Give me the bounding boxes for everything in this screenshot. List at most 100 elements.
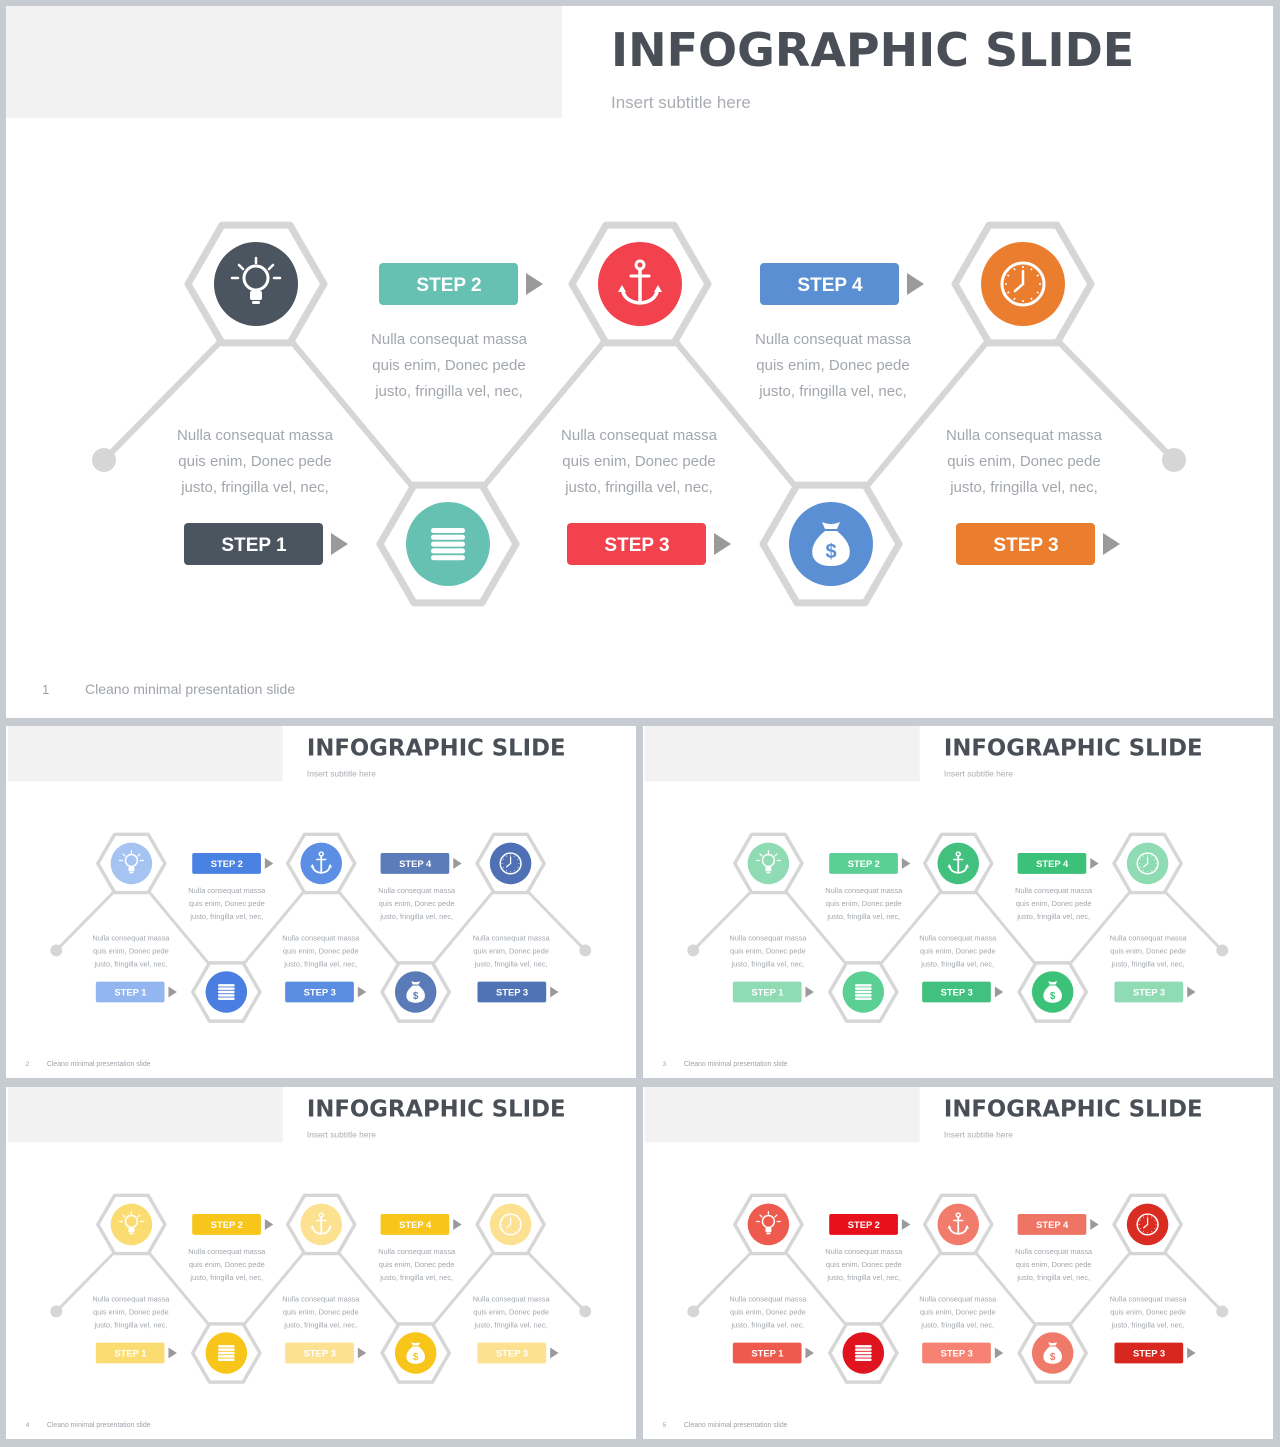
lightbulb-icon: [755, 849, 781, 874]
body-text-line: quis enim, Donec pede: [379, 899, 455, 908]
slide-subtitle: Insert subtitle here: [611, 93, 751, 112]
body-text-line: quis enim, Donec pede: [379, 1260, 455, 1269]
lightbulb-icon: [230, 256, 282, 304]
slide-thumbnail-5[interactable]: INFOGRAPHIC SLIDE Insert subtitle here $ ST…: [643, 1087, 1273, 1439]
step-label[interactable]: STEP 1: [95, 1342, 177, 1364]
body-text-line: justo, fringilla vel, nec,: [93, 959, 167, 968]
body-text-line: quis enim, Donec pede: [283, 1307, 359, 1316]
step-label-text: STEP 1: [114, 986, 146, 997]
step-label[interactable]: STEP 2: [829, 853, 911, 874]
coins-icon: [854, 984, 872, 1000]
lightbulb-icon: [755, 1210, 781, 1235]
step-label[interactable]: STEP 4: [1017, 853, 1099, 874]
step-label[interactable]: STEP 3: [922, 1342, 1004, 1364]
body-text-line: Nulla consequat massa: [919, 1295, 997, 1304]
body-text-line: justo, fringilla vel, nec,: [93, 1320, 167, 1329]
step-label[interactable]: STEP 1: [95, 981, 177, 1003]
step-label[interactable]: STEP 4: [760, 263, 924, 305]
body-text-line: justo, fringilla vel, nec,: [758, 383, 907, 400]
body-text-line: justo, fringilla vel, nec,: [920, 959, 994, 968]
step-label[interactable]: STEP 4: [380, 1214, 462, 1235]
step-label[interactable]: STEP 1: [732, 1342, 814, 1364]
step-label[interactable]: STEP 4: [1017, 1214, 1099, 1235]
body-text-line: quis enim, Donec pede: [826, 1260, 902, 1269]
body-text-line: justo, fringilla vel, nec,: [189, 1273, 263, 1282]
step-label-text: STEP 1: [751, 1347, 783, 1358]
clock-icon: [499, 852, 522, 875]
step-label[interactable]: STEP 2: [192, 1214, 274, 1235]
slide-subtitle: Insert subtitle here: [944, 1129, 1013, 1139]
step-label[interactable]: STEP 3: [1114, 981, 1196, 1003]
step-label[interactable]: STEP 3: [922, 981, 1004, 1003]
body-text-line: quis enim, Donec pede: [756, 357, 909, 374]
connector-lines: [55, 1252, 587, 1326]
step-label[interactable]: STEP 1: [732, 981, 814, 1003]
body-text-line: Nulla consequat massa: [188, 1247, 266, 1256]
body-text-line: justo, fringilla vel, nec,: [826, 1273, 900, 1282]
step-label-text: STEP 3: [941, 1347, 973, 1358]
step-label-text: STEP 4: [1036, 1219, 1069, 1230]
body-text-line: Nulla consequat massa: [729, 1295, 807, 1304]
header-block: [6, 6, 562, 118]
step-label[interactable]: STEP 3: [1114, 1342, 1196, 1364]
body-text-line: Nulla consequat massa: [561, 427, 718, 444]
step-label[interactable]: STEP 2: [829, 1214, 911, 1235]
body-text-line: quis enim, Donec pede: [920, 946, 996, 955]
anchor-icon: [947, 1212, 970, 1235]
step-label[interactable]: STEP 3: [477, 1342, 559, 1364]
header-block: [7, 1087, 283, 1143]
step-label[interactable]: STEP 1: [184, 523, 348, 565]
body-text-line: justo, fringilla vel, nec,: [180, 479, 329, 496]
svg-text:$: $: [413, 991, 419, 1002]
step-label[interactable]: STEP 2: [379, 263, 543, 305]
step-label-text: STEP 3: [993, 535, 1058, 556]
connector-lines: [55, 891, 587, 965]
money-bag-icon: $: [1043, 1342, 1062, 1364]
lightbulb-icon: [118, 849, 144, 874]
body-text-line: quis enim, Donec pede: [920, 1307, 996, 1316]
body-text-line: Nulla consequat massa: [825, 886, 903, 895]
step-label-text: STEP 4: [399, 1219, 432, 1230]
icon-circle: [110, 842, 153, 885]
slide-title: INFOGRAPHIC SLIDE: [944, 1097, 1203, 1123]
step-label[interactable]: STEP 2: [192, 853, 274, 874]
step-label-text: STEP 3: [496, 986, 528, 997]
connector-lines: [692, 1252, 1224, 1326]
body-text-line: justo, fringilla vel, nec,: [283, 959, 357, 968]
coins-icon: [854, 1345, 872, 1361]
footer-text: Cleano minimal presentation slide: [47, 1422, 151, 1429]
body-text-line: Nulla consequat massa: [188, 886, 266, 895]
step-label[interactable]: STEP 3: [285, 1342, 367, 1364]
header-block: [644, 1087, 920, 1143]
step-label-text: STEP 3: [304, 1347, 336, 1358]
step-label[interactable]: STEP 3: [477, 981, 559, 1003]
anchor-icon: [618, 259, 662, 305]
money-bag-icon: $: [1043, 981, 1062, 1003]
svg-text:$: $: [825, 541, 836, 563]
body-text-line: Nulla consequat massa: [473, 1295, 551, 1304]
body-text-line: Nulla consequat massa: [1015, 886, 1093, 895]
body-text-line: Nulla consequat massa: [378, 1247, 456, 1256]
body-text-line: justo, fringilla vel, nec,: [374, 383, 523, 400]
step-label-text: STEP 3: [1133, 1347, 1165, 1358]
step-label[interactable]: STEP 3: [956, 523, 1120, 565]
footer-text: Cleano minimal presentation slide: [684, 1422, 788, 1429]
step-label[interactable]: STEP 3: [285, 981, 367, 1003]
clock-icon: [1000, 261, 1046, 307]
page-number: 4: [26, 1422, 30, 1429]
step-label[interactable]: STEP 3: [567, 523, 731, 565]
connector-lines: [692, 891, 1224, 965]
endpoint-dot: [687, 944, 700, 957]
step-label[interactable]: STEP 4: [380, 853, 462, 874]
